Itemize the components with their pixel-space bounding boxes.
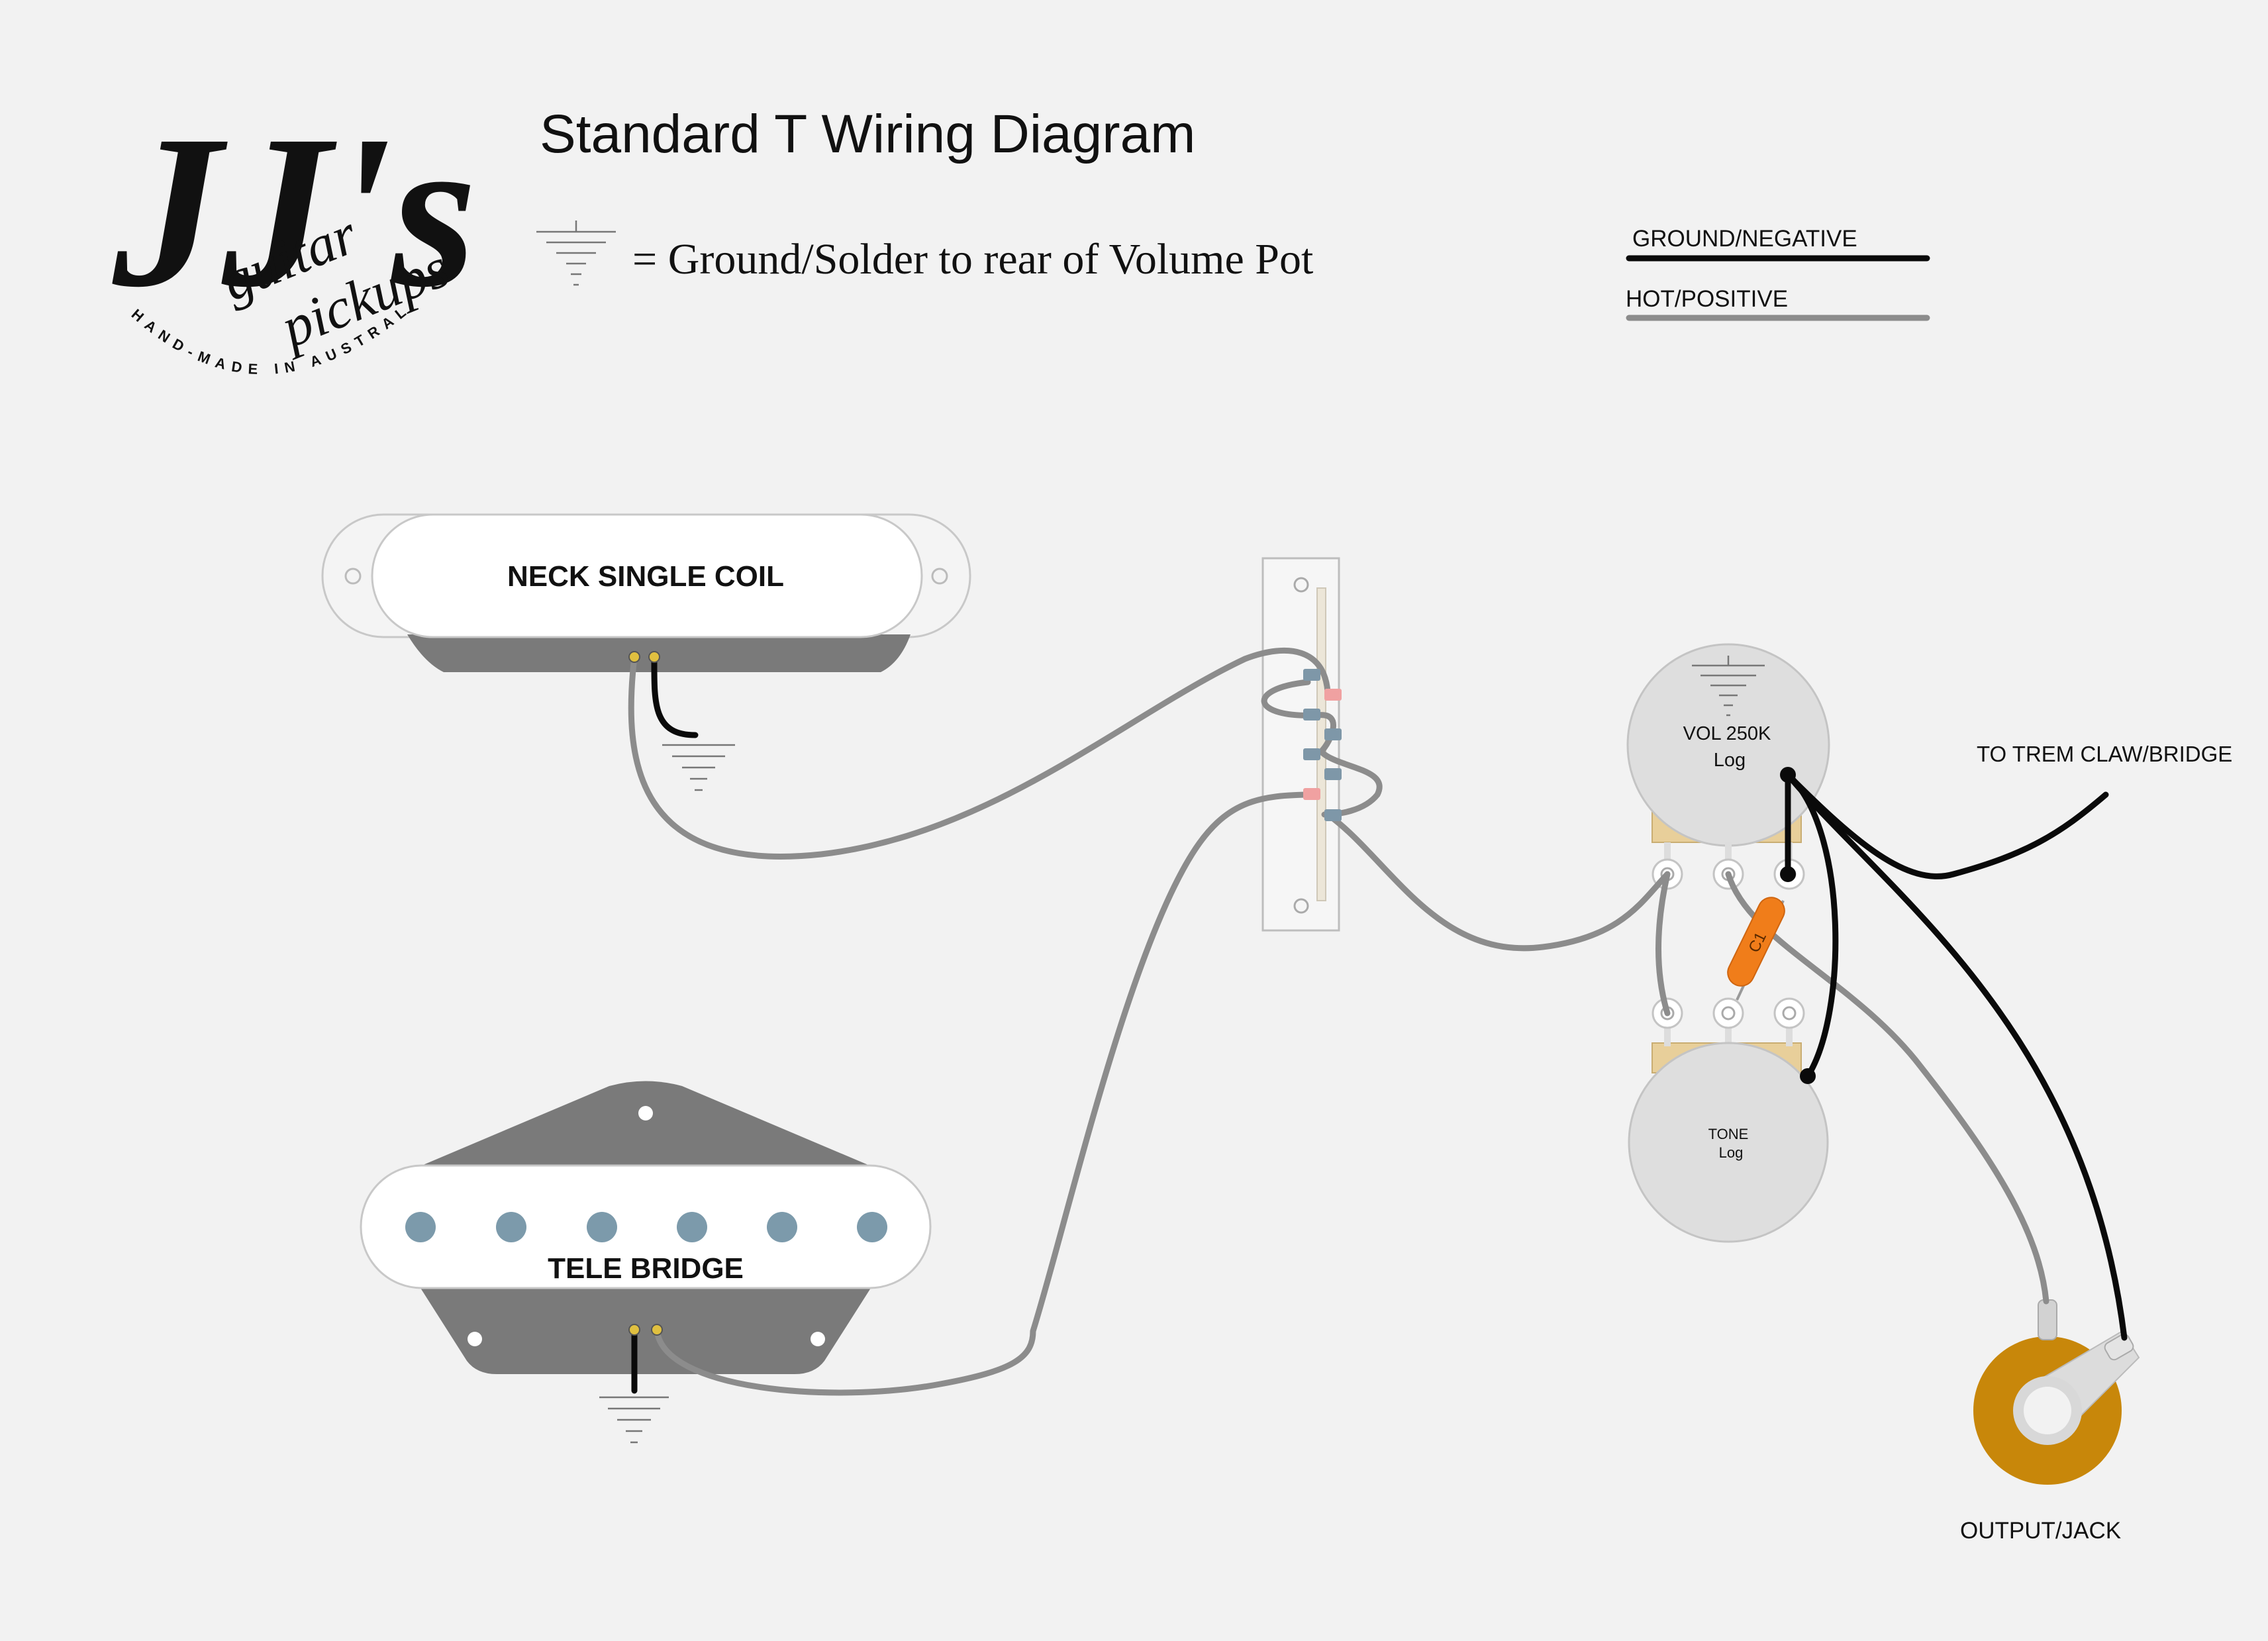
capacitor: C1 xyxy=(1727,897,1785,987)
bridge-pole-piece-3 xyxy=(587,1212,617,1242)
tone-lug-3-hole xyxy=(1782,1006,1797,1020)
wire-legend: GROUND/NEGATIVE HOT/POSITIVE xyxy=(1626,226,1930,321)
jack-hole xyxy=(2024,1387,2071,1434)
output-jack-label: OUTPUT/JACK xyxy=(1960,1518,2121,1544)
bridge-pickup-label: TELE BRIDGE xyxy=(548,1252,744,1285)
switch-lug-right-common xyxy=(1324,689,1342,701)
switch-lug-left-common xyxy=(1303,788,1320,800)
volume-ground-solder-point xyxy=(1780,767,1796,783)
output-jack xyxy=(1973,1299,2140,1485)
switch-screw-top xyxy=(1293,577,1309,593)
wire-bridge-hot xyxy=(654,791,1318,1396)
bridge-screw-hole-top xyxy=(638,1106,653,1120)
jack-sleeve-lug xyxy=(2038,1299,2057,1340)
switch-lug-right-1 xyxy=(1324,728,1342,740)
brand-logo: JJ's guitar pickups HAND-MADE IN AUSTRAL… xyxy=(0,0,477,377)
bridge-hot-eyelet xyxy=(651,1324,663,1336)
wire-volume-to-jack-sleeve xyxy=(1785,771,2128,1341)
wire-neck-hot xyxy=(628,648,1331,860)
ground-symbol-icon xyxy=(536,221,616,286)
volume-lug3-solder-point xyxy=(1780,866,1796,882)
switch-screw-bottom xyxy=(1293,898,1309,914)
switch-lug-right-2 xyxy=(1324,768,1342,780)
capacitor-body xyxy=(1727,897,1785,987)
neck-pickup-cover xyxy=(371,513,923,638)
pickup-lead-eyelets xyxy=(628,651,663,1336)
tone-pot-taper: Log xyxy=(1719,1144,1744,1161)
wire-switch-jumper xyxy=(1261,679,1383,818)
tone-lug-3-leg xyxy=(1786,1017,1793,1046)
switch-lug-right-3 xyxy=(1324,809,1342,821)
wire-switch-to-volume xyxy=(1326,813,1671,952)
legend-ground-label: GROUND/NEGATIVE xyxy=(1632,226,1857,252)
bridge-ground-icon xyxy=(599,1396,669,1444)
jack-tip-lug xyxy=(2104,1333,2134,1361)
tone-pot-name: TONE xyxy=(1708,1126,1749,1142)
tone-lug-3 xyxy=(1773,997,1805,1029)
neck-ground-icon xyxy=(662,744,735,791)
wire-volume-to-tone-ground xyxy=(1785,771,1839,1079)
ground-note: = Ground/Solder to rear of Volume Pot xyxy=(632,235,1313,283)
neck-pickup-label: NECK SINGLE COIL xyxy=(507,560,784,593)
switch-lugs xyxy=(1303,669,1342,821)
tone-ground-solder-point xyxy=(1800,1068,1816,1084)
neck-screw-hole-right xyxy=(931,568,948,585)
wire-volume-to-tone xyxy=(1655,871,1671,1017)
bridge-pickup: TELE BRIDGE xyxy=(360,1081,932,1374)
volume-pot-name: VOL 250K xyxy=(1683,723,1771,744)
tone-pot-body xyxy=(1628,1042,1829,1243)
neck-ground-eyelet xyxy=(648,651,660,663)
volume-pot-body xyxy=(1626,643,1830,847)
bridge-screw-hole-left xyxy=(468,1332,482,1346)
wire-to-trem-claw xyxy=(1785,771,2109,879)
volume-pot: VOL 250K Log xyxy=(1626,643,1830,890)
bridge-screw-hole-right xyxy=(811,1332,825,1346)
bridge-pole-piece-5 xyxy=(767,1212,797,1242)
neck-hot-eyelet xyxy=(628,651,640,663)
volume-pot-ground-icon xyxy=(1692,656,1765,717)
tone-lug-1-leg xyxy=(1664,1017,1671,1046)
bridge-ground-eyelet xyxy=(628,1324,640,1336)
tone-pot: TONE Log xyxy=(1628,997,1829,1243)
trem-claw-label: TO TREM CLAW/BRIDGE xyxy=(1977,742,2232,766)
bridge-pickup-top-plate xyxy=(419,1081,873,1167)
neck-pickup: NECK SINGLE COIL xyxy=(321,513,971,672)
page-title: Standard T Wiring Diagram xyxy=(540,104,1196,164)
bridge-pole-piece-4 xyxy=(677,1212,707,1242)
legend-hot-label: HOT/POSITIVE xyxy=(1626,286,1788,312)
bridge-pole-piece-1 xyxy=(405,1212,436,1242)
switch-lug-left-3 xyxy=(1303,748,1320,760)
tone-lug-2 xyxy=(1712,997,1744,1029)
neck-screw-hole-left xyxy=(344,568,362,585)
ground-wires xyxy=(631,652,2128,1394)
volume-pot-taper: Log xyxy=(1714,750,1746,771)
bridge-pickup-cover xyxy=(360,1164,932,1289)
tone-lug-2-leg xyxy=(1725,1017,1732,1046)
bridge-pole-piece-2 xyxy=(496,1212,526,1242)
logo-initials: JJ's xyxy=(109,91,477,332)
switch-lug-left-2 xyxy=(1303,709,1320,721)
switch-lug-left-1 xyxy=(1303,669,1320,681)
bridge-pole-piece-6 xyxy=(857,1212,887,1242)
tone-lug-2-hole xyxy=(1721,1006,1736,1020)
wire-neck-ground xyxy=(651,652,699,738)
